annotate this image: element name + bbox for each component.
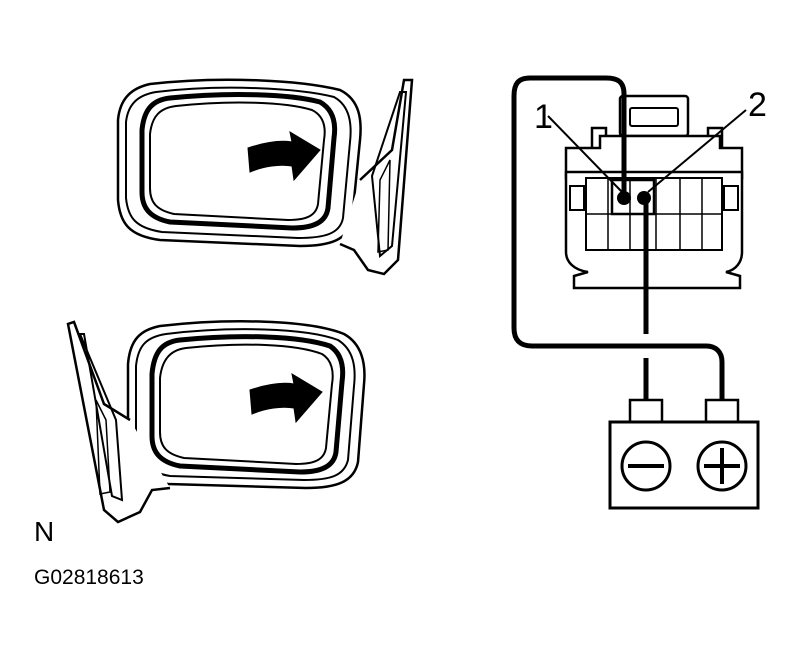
curved-arrow-icon: [247, 130, 321, 182]
pin-1-label: 1: [534, 98, 553, 136]
mirror-bottom-arm: [66, 320, 171, 524]
pin-2-label: 2: [748, 86, 767, 124]
mirror-bottom: [66, 320, 366, 524]
battery-terminal-negative-post: [628, 398, 664, 424]
mirror-bottom-housing: [126, 320, 366, 490]
battery-terminal-positive-post: [704, 398, 740, 424]
view-letter: N: [34, 516, 55, 547]
plus-circle-icon: [696, 440, 748, 492]
pin-1-leader: [547, 115, 623, 193]
wire-pin1-to-positive: [511, 75, 725, 400]
curved-arrow-icon-bottom: [249, 372, 323, 424]
minus-circle-icon: [620, 440, 672, 492]
mirror-top-glass: [139, 92, 338, 231]
pin-2-leader: [647, 109, 747, 193]
battery: [608, 398, 760, 510]
mirror-connector: [564, 94, 744, 290]
figure-id: G02818613: [34, 566, 144, 589]
mirror-top: [116, 78, 414, 276]
mirror-bottom-glass: [149, 334, 346, 475]
